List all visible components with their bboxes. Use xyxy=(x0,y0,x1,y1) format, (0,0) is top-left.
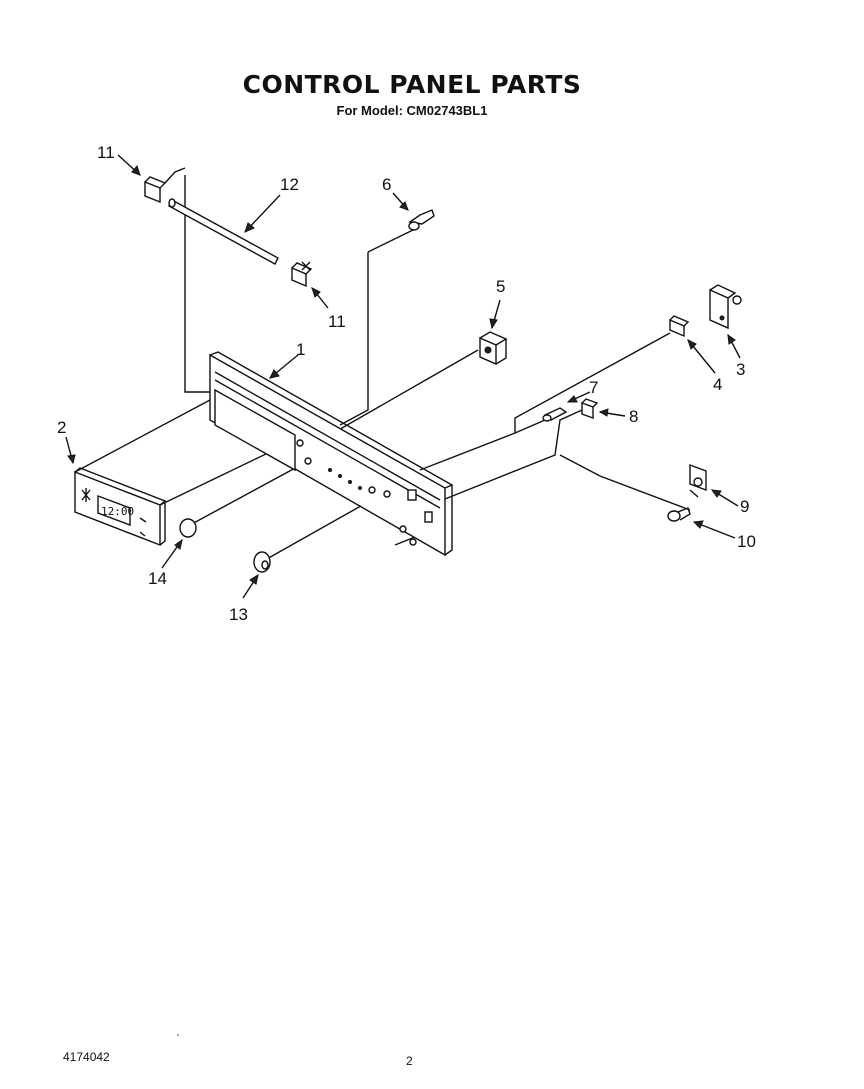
callout-9: 9 xyxy=(740,497,749,516)
page-number: 2 xyxy=(406,1054,413,1068)
part-7 xyxy=(542,407,568,422)
part-3 xyxy=(709,284,742,330)
callout-3: 3 xyxy=(736,360,745,379)
part-12-rod xyxy=(168,198,279,265)
callout-11-upper: 11 xyxy=(97,143,115,162)
callout-1: 1 xyxy=(296,340,305,359)
callout-labels: 11 12 6 11 5 1 3 4 7 8 9 10 2 14 13 xyxy=(57,143,756,624)
model-subtitle: For Model: CM02743BL1 xyxy=(336,103,488,118)
callout-13: 13 xyxy=(229,605,248,624)
part-9 xyxy=(689,463,707,498)
part-8 xyxy=(581,398,599,419)
part-11-lower xyxy=(291,261,313,288)
callout-14: 14 xyxy=(148,569,167,588)
callout-arrows xyxy=(65,154,741,599)
callout-8: 8 xyxy=(629,407,638,426)
callout-12: 12 xyxy=(280,175,299,194)
callout-2: 2 xyxy=(57,418,66,437)
callout-10: 10 xyxy=(737,532,756,551)
display-readout: 12:00 xyxy=(101,505,134,518)
part-5 xyxy=(479,331,508,366)
part-10 xyxy=(667,507,691,522)
callout-7: 7 xyxy=(589,378,598,397)
part-6 xyxy=(408,209,435,231)
speck-mark xyxy=(177,1034,179,1036)
display-overlay-part: 12:00 xyxy=(74,467,167,547)
callout-5: 5 xyxy=(496,277,505,296)
part-4 xyxy=(669,315,690,338)
callout-4: 4 xyxy=(713,375,722,394)
document-number: 4174042 xyxy=(63,1050,110,1064)
page-title: CONTROL PANEL PARTS xyxy=(242,70,582,99)
part-13 xyxy=(253,551,271,573)
control-panel-part xyxy=(209,351,454,557)
callout-11-lower: 11 xyxy=(328,312,346,331)
callout-6: 6 xyxy=(382,175,391,194)
part-11-upper xyxy=(144,167,186,204)
part-14 xyxy=(179,518,197,538)
